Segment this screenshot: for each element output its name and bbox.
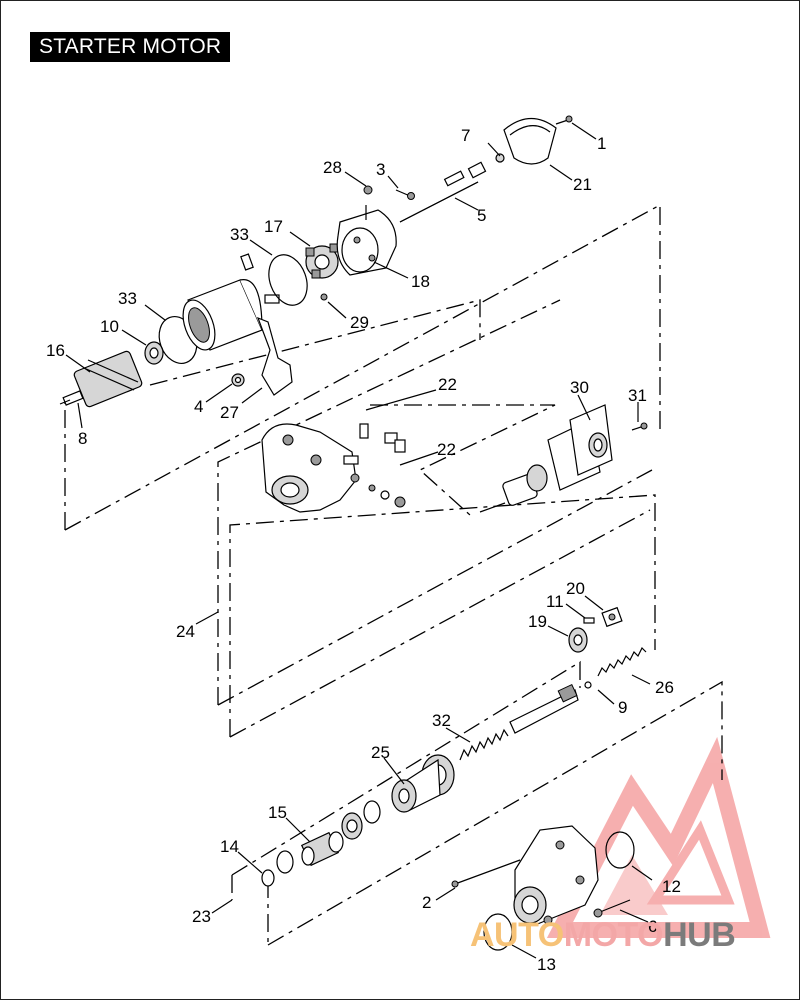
page-title: STARTER MOTOR — [30, 32, 231, 62]
callout-4: 4 — [194, 397, 203, 416]
part-commutator-end-cover — [336, 185, 397, 276]
callout-18: 18 — [411, 272, 430, 291]
callout-22b: 22 — [437, 440, 456, 459]
callout-17: 17 — [264, 217, 283, 236]
callout-12: 12 — [662, 877, 681, 896]
callout-27: 27 — [220, 403, 239, 422]
watermark-part1: AUTO — [470, 916, 564, 954]
callout-9: 9 — [618, 698, 627, 717]
callout-29: 29 — [350, 313, 369, 332]
leader-lines — [65, 122, 653, 959]
callout-16: 16 — [46, 341, 65, 360]
part-brush-lead — [256, 316, 293, 396]
callout-33b: 33 — [118, 289, 137, 308]
watermark-wordmark: AUTOMOTOHUB — [470, 916, 736, 955]
callout-15: 15 — [268, 803, 287, 822]
callout-20: 20 — [566, 579, 585, 598]
assembly-outlines — [64, 203, 723, 946]
part-bolt-2 — [451, 859, 521, 888]
part-clutch-25 — [391, 754, 455, 813]
callout-10: 10 — [100, 317, 119, 336]
callout-3: 3 — [376, 160, 385, 179]
watermark-part3: HUB — [663, 916, 736, 954]
callout-25: 25 — [371, 743, 390, 762]
part-spring-26 — [597, 646, 647, 677]
part-nut-4 — [231, 373, 245, 387]
callout-5: 5 — [477, 206, 486, 225]
part-o-ring-12 — [605, 831, 635, 869]
callout-26: 26 — [655, 678, 674, 697]
part-terminal-hardware-22 — [350, 423, 406, 508]
part-washer — [363, 800, 381, 824]
part-field-frame — [182, 253, 280, 351]
callout-14: 14 — [220, 837, 239, 856]
part-pin-11 — [583, 617, 595, 624]
part-o-ring-33-upper — [268, 254, 308, 306]
callout-33a: 33 — [230, 225, 249, 244]
callout-21: 21 — [573, 175, 592, 194]
part-screw-6 — [593, 899, 631, 918]
callout-23: 23 — [192, 907, 211, 926]
callout-24: 24 — [176, 622, 195, 641]
part-spring-32 — [459, 728, 509, 761]
part-idler-bearing-20 — [601, 606, 623, 628]
part-through-bolt-5 — [399, 161, 487, 223]
watermark-part2: MOTO — [563, 916, 664, 954]
callout-31: 31 — [628, 386, 647, 405]
part-screw-31 — [631, 422, 648, 431]
callout-7: 7 — [461, 126, 470, 145]
part-retaining-ring-14 — [261, 869, 275, 887]
part-bearing — [144, 341, 164, 365]
part-solenoid-plunger — [479, 464, 548, 513]
callout-22a: 22 — [438, 375, 457, 394]
part-idler-gear-19 — [568, 627, 588, 653]
part-ball-9 — [584, 681, 592, 689]
callout-6: 6 — [648, 917, 657, 936]
part-pinion-15 — [300, 831, 344, 867]
callout-labels: 1 2 3 4 5 6 7 8 9 10 11 12 13 14 15 16 1… — [46, 126, 681, 974]
part-bearing-drive — [341, 812, 363, 840]
callout-2: 2 — [422, 893, 431, 912]
part-brush-plate — [305, 243, 339, 301]
callout-11: 11 — [546, 592, 564, 611]
part-o-ring-13 — [483, 913, 513, 951]
part-screw-3 — [395, 189, 415, 200]
part-nut-7 — [495, 153, 505, 163]
watermark-logo — [546, 736, 771, 938]
part-ring — [276, 850, 294, 874]
part-screw-1 — [555, 115, 573, 125]
part-drive-end-housing — [513, 825, 599, 926]
callout-13: 13 — [537, 955, 556, 974]
callout-1: 1 — [597, 134, 606, 153]
callout-28: 28 — [323, 158, 342, 177]
part-armature — [59, 350, 143, 408]
part-drive-shaft — [509, 683, 579, 734]
part-cap-21 — [503, 117, 557, 165]
part-drive-housing-24 — [261, 423, 359, 513]
callout-19: 19 — [528, 612, 547, 631]
part-gasket-30 — [547, 404, 613, 491]
callout-32: 32 — [432, 711, 451, 730]
callout-8: 8 — [78, 429, 87, 448]
callout-30: 30 — [570, 378, 589, 397]
